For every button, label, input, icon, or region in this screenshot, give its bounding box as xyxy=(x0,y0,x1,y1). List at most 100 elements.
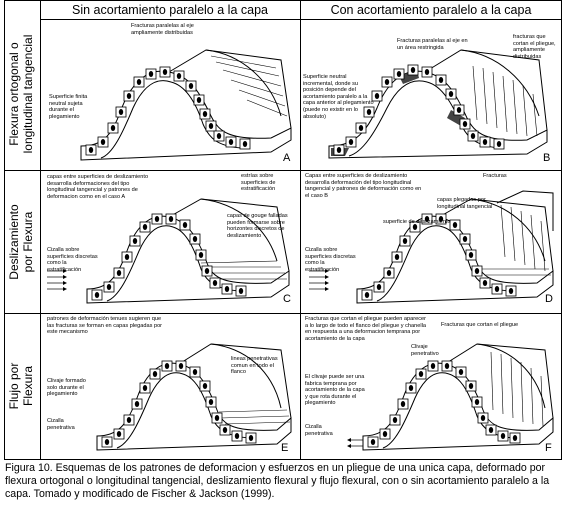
layer-dot xyxy=(468,252,474,258)
panel-e-fold-drawing xyxy=(96,343,292,451)
layer-dot xyxy=(448,91,454,97)
panel-a-fold-drawing xyxy=(80,49,292,161)
layer-dot xyxy=(238,288,244,294)
panel-f-letter: F xyxy=(545,442,552,454)
panel-f-note-4: El clivaje puede ser una fabrica tempran… xyxy=(305,374,365,407)
row-divider-2 xyxy=(4,313,562,314)
panel-c-letter: C xyxy=(283,293,291,305)
layer-dot xyxy=(370,439,376,445)
layer-dot xyxy=(462,121,468,127)
layer-dot xyxy=(386,270,392,276)
layer-dot xyxy=(512,435,518,441)
layer-dot xyxy=(392,417,398,423)
panel-e-letter: E xyxy=(281,442,289,454)
layer-dot xyxy=(116,270,122,276)
layer-dot xyxy=(474,268,480,274)
layer-dot xyxy=(126,93,132,99)
panel-d-note-3: capas plegadas por longitudinal tangenci… xyxy=(437,197,493,210)
panel-e-note-4: Cizalla penetrativa xyxy=(47,418,75,431)
layer-dot xyxy=(164,363,170,369)
layer-dot xyxy=(424,69,430,75)
layer-dot xyxy=(382,431,388,437)
column-header-left: Sin acortamiento paralelo a la capa xyxy=(72,3,268,17)
layer-dot xyxy=(212,280,218,286)
layer-dot xyxy=(358,125,364,131)
layer-dot xyxy=(456,107,462,113)
layer-dot xyxy=(118,109,124,115)
layer-dot xyxy=(458,369,464,375)
layer-dot xyxy=(124,254,130,260)
layer-dot xyxy=(106,284,112,290)
row-label-flujo-line2: Flexura xyxy=(21,366,35,407)
panel-b-dots xyxy=(336,67,502,153)
layer-dot xyxy=(500,433,506,439)
layer-dot xyxy=(198,252,204,258)
layer-dot xyxy=(384,79,390,85)
layer-dot xyxy=(142,224,148,230)
row-label-ortogonal: Flexura ortogonal o longitudinal tangenc… xyxy=(7,19,37,169)
panel-b-letter: B xyxy=(543,152,551,164)
layer-dot xyxy=(178,363,184,369)
layer-dot xyxy=(418,371,424,377)
panel-c-note-2: estrías sobre superficies de estratifica… xyxy=(241,173,276,193)
layer-dot xyxy=(364,292,370,298)
panel-d: Capas entre superficies de deslizamiento… xyxy=(301,171,562,313)
row-label-deslizamiento: Deslizamiento por Flexura xyxy=(7,177,37,307)
layer-dot xyxy=(462,236,468,242)
panel-f: Fracturas que cortan el pliegue pueden a… xyxy=(301,314,562,460)
panel-d-fold-drawing xyxy=(309,190,554,304)
row-label-flujo-line1: Flujo por xyxy=(7,362,21,410)
layer-dot xyxy=(496,141,502,147)
layer-dot xyxy=(480,415,486,421)
layer-dot xyxy=(176,73,182,79)
panel-a-letter: A xyxy=(283,152,291,164)
layer-dot xyxy=(228,139,234,145)
layer-dot xyxy=(214,415,220,421)
layer-dot xyxy=(494,286,500,292)
row-label-ortogonal-line1: Flexura ortogonal o xyxy=(7,42,21,146)
layer-dot xyxy=(224,286,230,292)
layer-dot xyxy=(400,401,406,407)
panel-c-dots xyxy=(94,216,244,298)
layer-dot xyxy=(100,139,106,145)
panel-a-dots xyxy=(88,69,248,153)
layer-dot xyxy=(204,268,210,274)
layer-dot xyxy=(208,399,214,405)
label-column-divider xyxy=(40,0,41,460)
layer-dot xyxy=(202,111,208,117)
layer-dot xyxy=(474,399,480,405)
layer-dot xyxy=(142,385,148,391)
layer-dot xyxy=(408,385,414,391)
panel-f-dots xyxy=(370,363,518,445)
panel-b-fold-drawing xyxy=(328,49,548,159)
panel-f-note-1: Fracturas que cortan el pliegue pueden a… xyxy=(305,316,426,342)
panel-c-note-1: capas entre superficies de deslizamiento… xyxy=(47,174,149,200)
layer-dot xyxy=(374,93,380,99)
layer-dot xyxy=(444,363,450,369)
panel-f-note-3: Clivaje penetrativo xyxy=(411,344,439,357)
panel-d-note-2: Fracturas xyxy=(483,173,507,179)
layer-dot xyxy=(348,139,354,145)
layer-dot xyxy=(152,371,158,377)
layer-dot xyxy=(88,147,94,153)
panel-a-note-1: Fracturas paralelas al eje ampliamente d… xyxy=(131,23,194,36)
layer-dot xyxy=(452,222,458,228)
layer-dot xyxy=(94,292,100,298)
layer-dot xyxy=(208,123,214,129)
layer-dot xyxy=(376,284,382,290)
header-divider xyxy=(40,19,562,20)
layer-dot xyxy=(242,141,248,147)
layer-dot xyxy=(116,431,122,437)
panel-a-note-2: Superficie finita neutral sujeta durante… xyxy=(49,94,88,120)
layer-dot xyxy=(482,139,488,145)
panel-c-note-3: capas de gouge falladas pueden formarse … xyxy=(227,213,288,239)
panel-e: patrones de deformación tenues sugieren … xyxy=(41,314,300,460)
layer-dot xyxy=(110,125,116,131)
layer-dot xyxy=(182,222,188,228)
row-label-deslizamiento-line1: Deslizamiento xyxy=(7,204,21,280)
layer-dot xyxy=(192,369,198,375)
row-label-deslizamiento-line2: por Flexura xyxy=(21,211,35,273)
panel-d-dots xyxy=(364,216,514,298)
panel-d-letter: D xyxy=(545,293,553,305)
layer-dot xyxy=(192,236,198,242)
